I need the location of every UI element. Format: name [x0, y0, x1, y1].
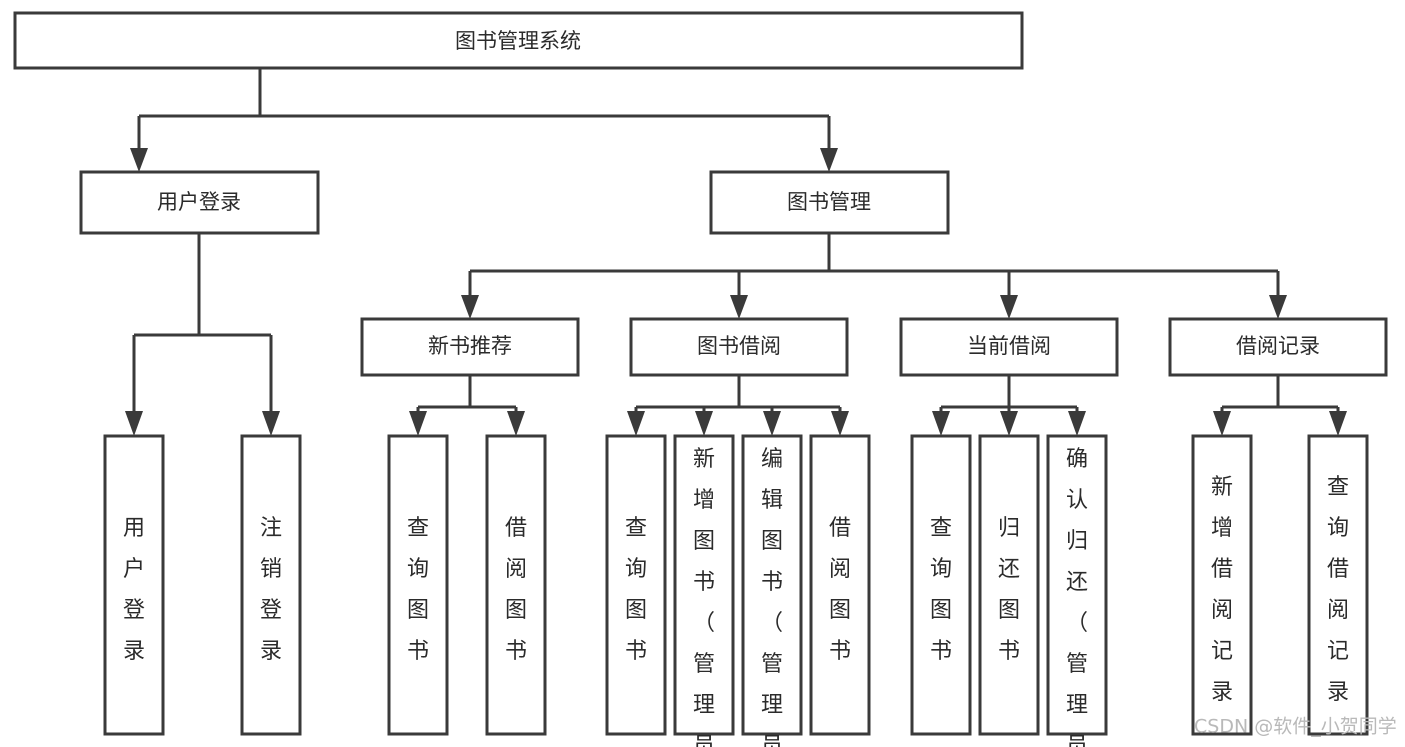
csdn-watermark: CSDN @软件_小贺同学 [1194, 716, 1397, 738]
node-leaf-return-book-label: 归还图书 [998, 516, 1020, 664]
arrow-head-leaf-add-book [695, 411, 713, 436]
node-leaf-add-record-box[interactable] [1191, 434, 1253, 736]
node-leaf-query-book-2-box[interactable] [605, 434, 667, 736]
node-root[interactable]: 图书管理系统 [13, 11, 1024, 70]
node-leaf-query-record-box[interactable] [1307, 434, 1369, 736]
node-book-management[interactable]: 图书管理 [709, 170, 950, 235]
arrow-head-book-borrow [730, 295, 748, 319]
node-leaf-user-login-label: 用户登录 [123, 516, 145, 664]
node-leaf-add-book[interactable]: 新增图书（管理员） [673, 434, 735, 747]
node-book-management-label: 图书管理 [787, 190, 871, 214]
arrow-head-leaf-borrow-book-1 [507, 411, 525, 436]
node-leaf-return-book[interactable]: 归还图书 [978, 434, 1040, 736]
node-leaf-query-book-3-label: 查询图书 [930, 516, 952, 664]
node-leaf-query-book-3[interactable]: 查询图书 [910, 434, 972, 736]
node-book-management-box[interactable] [709, 170, 950, 235]
node-leaf-confirm-return-label: 确认归还（管理员） [1066, 447, 1088, 747]
node-current-borrow[interactable]: 当前借阅 [899, 317, 1119, 377]
node-leaf-edit-book-label: 编辑图书（管理员） [761, 447, 783, 747]
node-book-borrow[interactable]: 图书借阅 [629, 317, 849, 377]
node-leaf-add-book-label: 新增图书（管理员） [693, 447, 715, 747]
node-leaf-borrow-book-1-box[interactable] [485, 434, 547, 736]
node-leaf-query-book-2[interactable]: 查询图书 [605, 434, 667, 736]
node-leaf-add-record-label: 新增借阅记录 [1211, 475, 1233, 705]
node-leaf-query-book-2-label: 查询图书 [625, 516, 647, 664]
node-leaf-query-book-1-box[interactable] [387, 434, 449, 736]
node-borrow-record[interactable]: 借阅记录 [1168, 317, 1388, 377]
node-leaf-logout-box[interactable] [240, 434, 302, 736]
node-new-book-recommend-box[interactable] [360, 317, 580, 377]
node-leaf-user-login[interactable]: 用户登录 [103, 434, 165, 736]
node-user-login-label: 用户登录 [157, 190, 241, 214]
arrow-head-leaf-add-record [1213, 411, 1231, 436]
node-root-box[interactable] [13, 11, 1024, 70]
node-leaf-query-record[interactable]: 查询借阅记录 [1307, 434, 1369, 736]
arrow-head-leaf-query-record [1329, 411, 1347, 436]
node-leaf-query-record-label: 查询借阅记录 [1327, 475, 1349, 705]
node-leaf-borrow-book-1[interactable]: 借阅图书 [485, 434, 547, 736]
node-leaf-query-book-3-box[interactable] [910, 434, 972, 736]
connector-layer [125, 68, 1347, 436]
node-leaf-query-book-1[interactable]: 查询图书 [387, 434, 449, 736]
node-leaf-edit-book[interactable]: 编辑图书（管理员） [741, 434, 803, 747]
arrow-head-book-management [820, 148, 838, 172]
arrow-head-user-login [130, 148, 148, 172]
node-leaf-edit-book-box[interactable] [741, 434, 803, 736]
arrow-head-leaf-confirm-return [1068, 411, 1086, 436]
node-root-label: 图书管理系统 [455, 29, 581, 53]
node-current-borrow-label: 当前借阅 [967, 334, 1051, 358]
arrow-head-leaf-user-login [125, 411, 143, 436]
arrow-head-new-book-recommend [461, 295, 479, 319]
arrow-head-leaf-query-book-2 [627, 411, 645, 436]
node-leaf-borrow-book-1-label: 借阅图书 [505, 516, 527, 664]
arrow-head-borrow-record [1269, 295, 1287, 319]
node-borrow-record-label: 借阅记录 [1236, 334, 1320, 358]
node-borrow-record-box[interactable] [1168, 317, 1388, 377]
node-leaf-add-record[interactable]: 新增借阅记录 [1191, 434, 1253, 736]
node-current-borrow-box[interactable] [899, 317, 1119, 377]
node-leaf-confirm-return[interactable]: 确认归还（管理员） [1046, 434, 1108, 747]
arrow-head-leaf-logout [262, 411, 280, 436]
node-leaf-borrow-book-2-label: 借阅图书 [829, 516, 851, 664]
node-leaf-return-book-box[interactable] [978, 434, 1040, 736]
node-leaf-user-login-box[interactable] [103, 434, 165, 736]
arrow-head-leaf-borrow-book-2 [831, 411, 849, 436]
node-leaf-logout[interactable]: 注销登录 [240, 434, 302, 736]
node-new-book-recommend[interactable]: 新书推荐 [360, 317, 580, 377]
node-leaf-logout-label: 注销登录 [260, 516, 282, 664]
node-leaf-confirm-return-box[interactable] [1046, 434, 1108, 736]
arrow-head-current-borrow [1000, 295, 1018, 319]
node-book-borrow-box[interactable] [629, 317, 849, 377]
node-book-borrow-label: 图书借阅 [697, 334, 781, 358]
node-leaf-query-book-1-label: 查询图书 [407, 516, 429, 664]
node-leaf-add-book-box[interactable] [673, 434, 735, 736]
node-user-login[interactable]: 用户登录 [79, 170, 320, 235]
node-user-login-box[interactable] [79, 170, 320, 235]
arrow-head-leaf-return-book [1000, 411, 1018, 436]
arrow-head-leaf-query-book-1 [409, 411, 427, 436]
node-leaf-borrow-book-2[interactable]: 借阅图书 [809, 434, 871, 736]
node-new-book-recommend-label: 新书推荐 [428, 334, 512, 358]
arrow-head-leaf-edit-book [763, 411, 781, 436]
arrow-head-leaf-query-book-3 [932, 411, 950, 436]
node-leaf-borrow-book-2-box[interactable] [809, 434, 871, 736]
